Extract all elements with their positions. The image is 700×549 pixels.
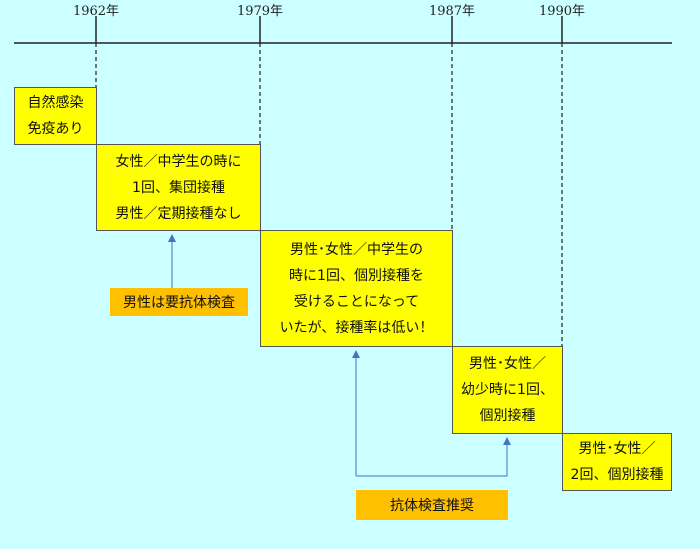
period-line: 男性･女性／ bbox=[469, 356, 546, 372]
arrow-recommend bbox=[356, 437, 511, 477]
period-line: 時に1回、個別接種を bbox=[289, 267, 424, 284]
year-label-1979: 1979年 bbox=[236, 4, 284, 19]
note-antibody-test-recommended: 抗体検査推奨 bbox=[356, 490, 508, 520]
period-line: 1回、集団接種 bbox=[132, 179, 225, 196]
year-label-1962: 1962年 bbox=[72, 4, 120, 19]
period-line: 免疫あり bbox=[27, 121, 84, 137]
period-box-1962-1979: 女性／中学生の時に 1回、集団接種 男性／定期接種なし bbox=[96, 144, 261, 231]
period-line: 個別接種 bbox=[479, 408, 536, 424]
period-box-after-1990: 男性･女性／ 2回、個別接種 bbox=[562, 433, 672, 491]
period-line: 男性･女性／ bbox=[578, 441, 656, 457]
note-male-antibody-test: 男性は要抗体検査 bbox=[110, 288, 248, 316]
period-line: 男性･女性／中学生の bbox=[290, 241, 423, 258]
period-line: 幼少時に1回、 bbox=[461, 382, 554, 398]
year-label-1987: 1987年 bbox=[428, 4, 476, 19]
period-box-1979-1987: 男性･女性／中学生の 時に1回、個別接種を 受けることになって いたが、接種率は… bbox=[260, 230, 453, 347]
period-line: 女性／中学生の時に bbox=[115, 153, 242, 170]
period-line: 2回、個別接種 bbox=[570, 467, 664, 483]
period-line: 自然感染 bbox=[27, 95, 84, 111]
year-label-1990: 1990年 bbox=[538, 4, 586, 19]
period-line: 受けることになって bbox=[293, 293, 420, 310]
period-box-1987-1990: 男性･女性／ 幼少時に1回、 個別接種 bbox=[452, 346, 563, 434]
period-box-before-1962: 自然感染 免疫あり bbox=[14, 87, 97, 145]
period-line: いたが、接種率は低い！ bbox=[279, 319, 434, 336]
period-line: 男性／定期接種なし bbox=[115, 205, 242, 222]
